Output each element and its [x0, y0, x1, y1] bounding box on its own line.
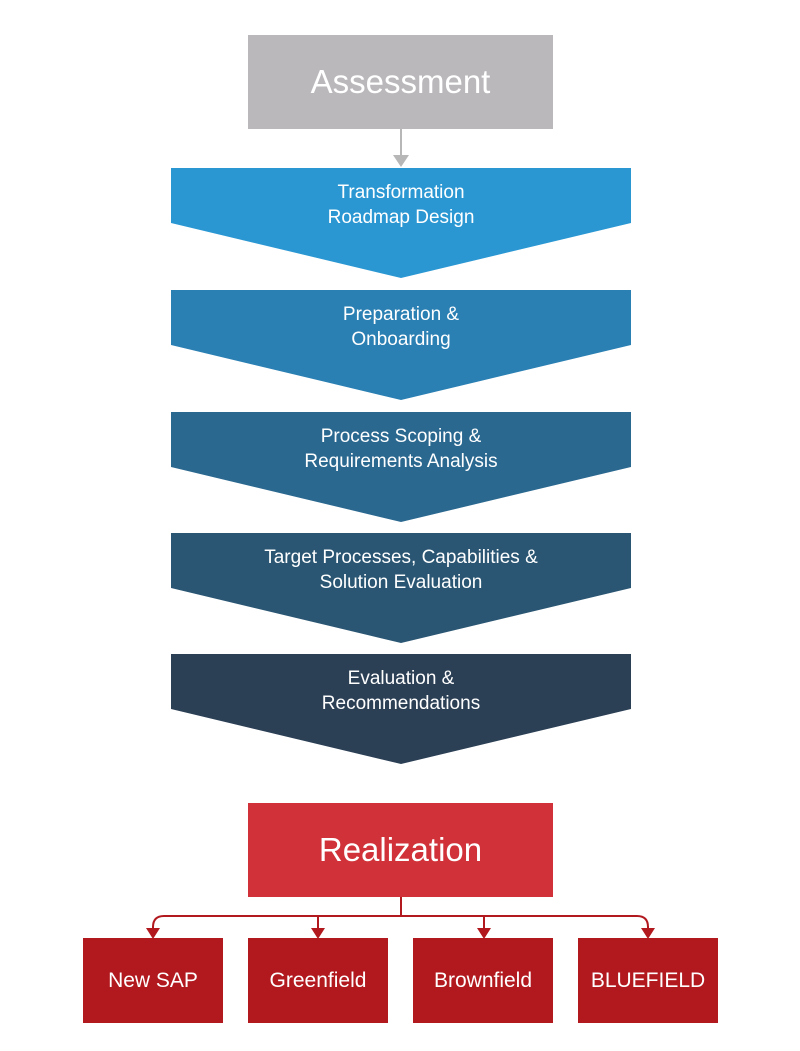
- realization-branch-bar: [152, 915, 649, 928]
- arrowhead-newsap: [146, 928, 160, 939]
- step-4-line2: Solution Evaluation: [319, 572, 483, 593]
- realization-box: Realization: [248, 803, 553, 897]
- option-new-sap-label: New SAP: [108, 968, 198, 992]
- assessment-label: Assessment: [310, 63, 491, 100]
- assessment-box: Assessment: [248, 35, 553, 129]
- realization-label: Realization: [318, 831, 483, 868]
- step-2-text: Preparation & Onboarding: [171, 302, 631, 352]
- step-3-line2: Requirements Analysis: [304, 451, 498, 472]
- step-5-text: Evaluation & Recommendations: [171, 666, 631, 716]
- arrowhead-brownfield: [477, 928, 491, 939]
- step-5-line2: Recommendations: [321, 693, 481, 714]
- option-bluefield-label: BLUEFIELD: [590, 968, 706, 992]
- step-1-text: Transformation Roadmap Design: [171, 180, 631, 230]
- option-greenfield-label: Greenfield: [269, 968, 367, 992]
- step-2-line2: Onboarding: [351, 329, 451, 350]
- step-1-line2: Roadmap Design: [327, 207, 475, 228]
- option-brownfield: Brownfield: [413, 938, 553, 1023]
- step-2-line1: Preparation &: [342, 304, 460, 325]
- option-brownfield-label: Brownfield: [433, 968, 533, 992]
- arrowhead-bluefield: [641, 928, 655, 939]
- step-4-line1: Target Processes, Capabilities &: [264, 547, 538, 568]
- step-4-text: Target Processes, Capabilities & Solutio…: [171, 545, 631, 595]
- step-5-line1: Evaluation &: [347, 668, 455, 689]
- step-1-line1: Transformation: [337, 182, 465, 203]
- step-3-text: Process Scoping & Requirements Analysis: [171, 424, 631, 474]
- assessment-arrowhead: [393, 155, 409, 167]
- option-new-sap: New SAP: [83, 938, 223, 1023]
- option-greenfield: Greenfield: [248, 938, 388, 1023]
- option-bluefield: BLUEFIELD: [578, 938, 718, 1023]
- step-3-line1: Process Scoping &: [320, 426, 482, 447]
- arrowhead-greenfield: [311, 928, 325, 939]
